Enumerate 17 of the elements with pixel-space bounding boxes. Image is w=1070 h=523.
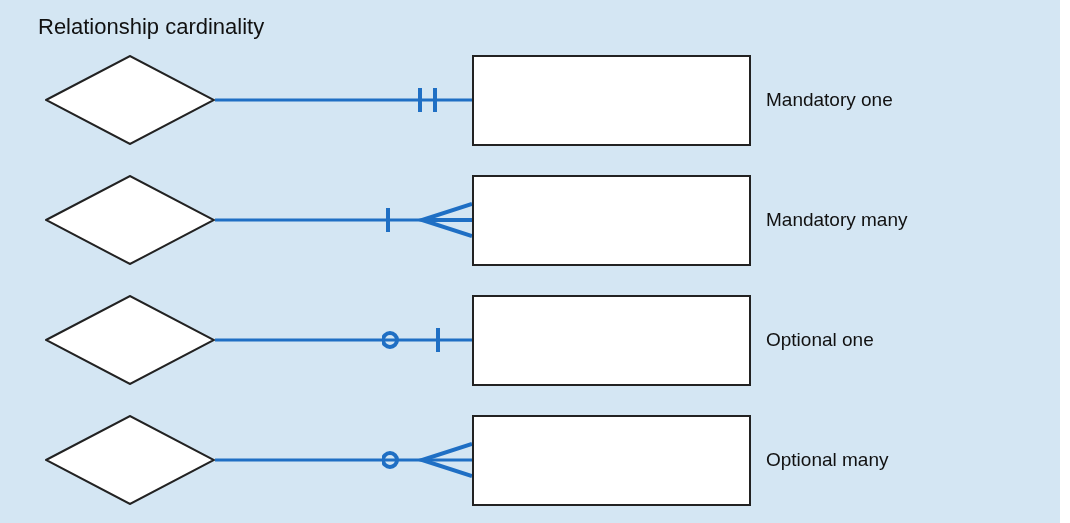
relationship-diamond <box>45 415 215 505</box>
cardinality-label: Optional many <box>766 448 889 471</box>
connector <box>215 88 472 112</box>
diagram-title: Relationship cardinality <box>38 14 265 40</box>
relationship-diamond <box>45 175 215 265</box>
cardinality-label: Mandatory many <box>766 208 908 231</box>
entity-box <box>472 175 751 266</box>
cardinality-label: Optional one <box>766 328 874 351</box>
entity-box <box>472 55 751 146</box>
entity-box <box>472 415 751 506</box>
cardinality-label: Mandatory one <box>766 88 893 111</box>
relationship-diamond <box>45 295 215 385</box>
connector <box>215 202 474 238</box>
relationship-diamond <box>45 55 215 145</box>
connector <box>215 442 474 478</box>
connector <box>215 326 472 354</box>
entity-box <box>472 295 751 386</box>
